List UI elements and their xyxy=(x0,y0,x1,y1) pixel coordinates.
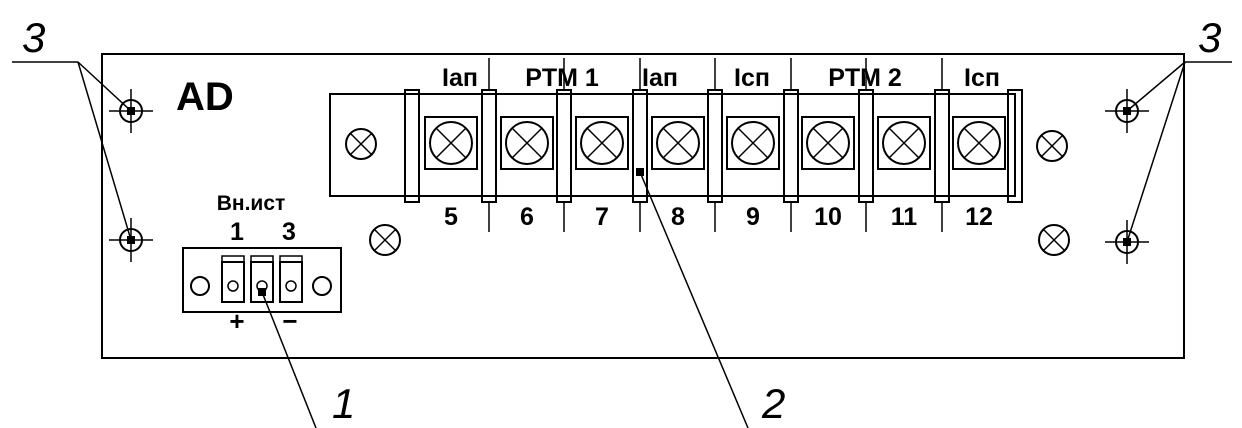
terminal-number: 10 xyxy=(814,203,842,231)
group-label-isp-1: Iсп xyxy=(734,64,770,92)
separator-tall xyxy=(1007,89,1023,203)
terminal-number: 9 xyxy=(746,203,760,231)
polarity-plus: + xyxy=(229,306,244,336)
polarity-minus: − xyxy=(282,306,297,336)
panel-screw-left-bottom xyxy=(369,224,401,256)
panel-outline xyxy=(101,53,1185,359)
terminal-number: 11 xyxy=(891,203,918,231)
separator xyxy=(934,58,950,232)
source-pin-3: 3 xyxy=(282,218,296,246)
terminal-screw xyxy=(877,116,931,170)
panel-screw-right-bottom xyxy=(1038,224,1070,256)
separator-tall xyxy=(404,89,420,203)
terminal-number: 12 xyxy=(965,203,993,231)
separator xyxy=(783,58,799,232)
terminal-screw xyxy=(726,116,780,170)
terminal-screws xyxy=(424,116,1006,170)
source-label: Вн.ист xyxy=(217,192,286,215)
group-label-iap-2: Iап xyxy=(642,64,678,92)
callout-connector: 1 xyxy=(332,380,355,427)
terminal-screw xyxy=(500,116,554,170)
separator xyxy=(707,58,723,232)
terminal-number: 5 xyxy=(444,203,458,231)
separator xyxy=(632,58,648,232)
mounting-holes xyxy=(109,89,1149,264)
callout-mount-right: 3 xyxy=(1198,14,1221,61)
terminal-screw xyxy=(952,116,1006,170)
source-connector xyxy=(182,247,342,313)
leader-lines xyxy=(12,61,1232,428)
callout-mount-left: 3 xyxy=(22,14,45,61)
panel-screw-left-top xyxy=(345,128,377,160)
terminal-strip xyxy=(329,93,1016,197)
panel-screw-right-top xyxy=(1036,130,1068,162)
separator xyxy=(556,58,572,232)
terminal-number: 6 xyxy=(520,203,534,231)
panel-title: AD xyxy=(176,75,234,119)
separator xyxy=(481,58,497,232)
group-label-isp-2: Iсп xyxy=(964,64,1000,92)
callout-terminal-block: 2 xyxy=(761,380,785,427)
group-label-ptm1: PTM 1 xyxy=(525,64,599,92)
group-label-ptm2: PTM 2 xyxy=(828,64,902,92)
group-label-iap-1: Iап xyxy=(442,64,478,92)
terminal-screw xyxy=(575,116,629,170)
terminal-screw xyxy=(801,116,855,170)
terminal-number: 7 xyxy=(595,203,609,231)
terminal-screw xyxy=(651,116,705,170)
terminal-numbers: 5 6 7 8 9 10 11 12 xyxy=(444,203,993,231)
terminal-screw xyxy=(424,116,478,170)
terminal-number: 8 xyxy=(671,203,685,231)
source-pin-1: 1 xyxy=(230,218,244,246)
terminal-separators xyxy=(404,58,1023,232)
separator xyxy=(858,58,874,232)
